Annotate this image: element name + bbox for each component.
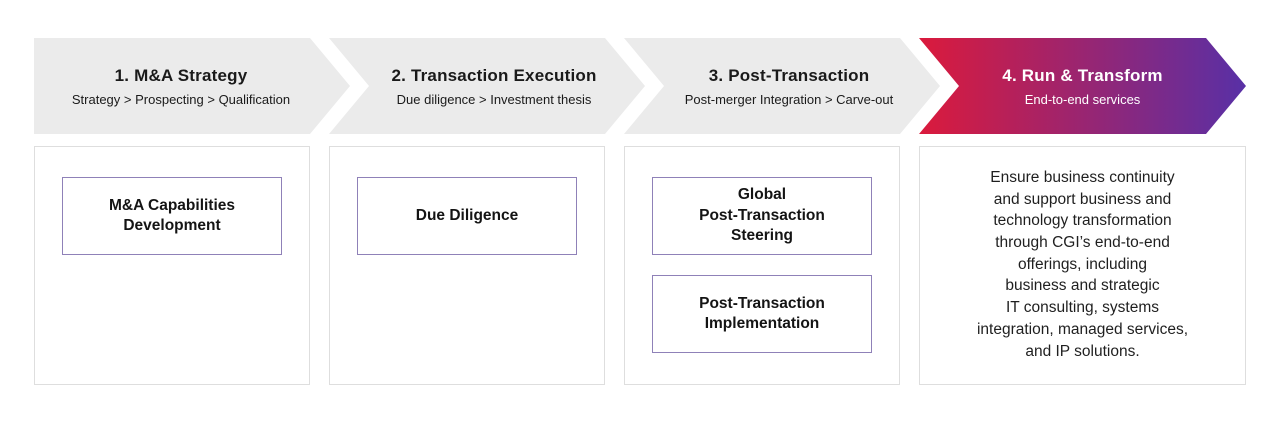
stage-1-subtitle: Strategy > Prospecting > Qualification	[71, 91, 291, 107]
run-transform-description: Ensure business continuity and support b…	[976, 169, 1189, 360]
offering-box-ma-capabilities: M&A Capabilities Development	[62, 177, 282, 255]
offering-box-due-diligence: Due Diligence	[357, 177, 577, 255]
stage-2-panel: Due Diligence	[329, 146, 605, 385]
stage-2-title: 2. Transaction Execution	[391, 65, 597, 85]
stage-1-title: 1. M&A Strategy	[114, 65, 248, 85]
stage-4-title: 4. Run & Transform	[1002, 65, 1163, 85]
stage-2-subtitle: Due diligence > Investment thesis	[396, 91, 592, 107]
stage-4-panel: Ensure business continuity and support b…	[919, 146, 1246, 385]
offering-box-post-transaction-implementation: Post-Transaction Implementation	[652, 275, 872, 353]
stage-chevron-row: 1. M&A Strategy Strategy > Prospecting >…	[34, 38, 1280, 134]
stage-3-subtitle: Post-merger Integration > Carve-out	[684, 91, 894, 107]
stage-chevron-4-highlighted: 4. Run & Transform End-to-end services	[919, 38, 1246, 134]
stage-4-subtitle: End-to-end services	[1024, 91, 1141, 107]
stage-chevron-3: 3. Post-Transaction Post-merger Integrat…	[624, 38, 940, 134]
stage-1-panel: M&A Capabilities Development	[34, 146, 310, 385]
offering-box-global-post-transaction-steering: Global Post-Transaction Steering	[652, 177, 872, 255]
stage-panels-row: M&A Capabilities Development Due Diligen…	[34, 146, 1280, 385]
stage-3-panel: Global Post-Transaction Steering Post-Tr…	[624, 146, 900, 385]
stage-chevron-1: 1. M&A Strategy Strategy > Prospecting >…	[34, 38, 350, 134]
stage-chevron-2: 2. Transaction Execution Due diligence >…	[329, 38, 645, 134]
stage-3-title: 3. Post-Transaction	[708, 65, 870, 85]
